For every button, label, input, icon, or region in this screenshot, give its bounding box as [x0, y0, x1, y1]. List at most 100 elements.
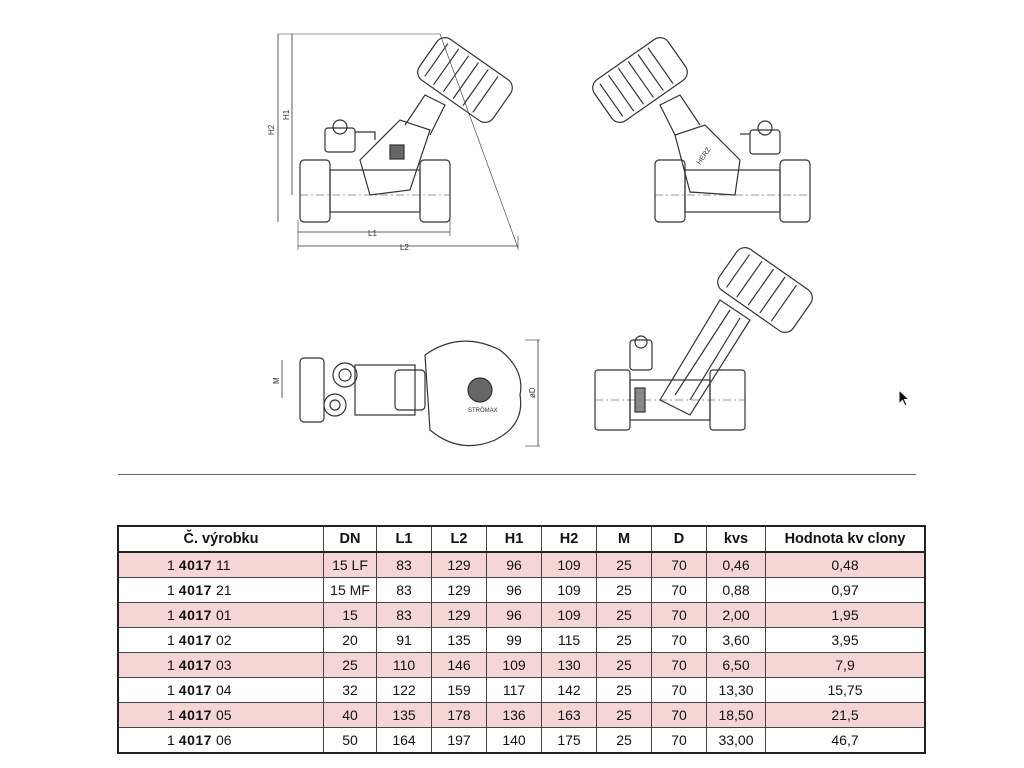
cell-dn: 25: [323, 652, 377, 678]
section-divider: [118, 474, 916, 475]
cell-kvs: 3,60: [706, 627, 766, 653]
product-number-suffix: 03: [215, 657, 232, 673]
col-header-h1: H1: [486, 525, 542, 553]
product-number-prefix: 1: [167, 607, 175, 623]
col-header-d: D: [651, 525, 707, 553]
product-number-code: 4017: [178, 557, 212, 573]
cell-dn: 32: [323, 677, 377, 703]
mouse-pointer-icon: [898, 389, 911, 407]
cell-l2: 129: [431, 577, 487, 603]
cell-dn: 15: [323, 602, 377, 628]
valve-side-view: H2 H1 L1 L2: [267, 33, 519, 252]
label-h1: H1: [282, 109, 291, 120]
label-d: øD: [528, 387, 537, 398]
cell-d: 70: [651, 702, 707, 728]
product-number-prefix: 1: [167, 682, 175, 698]
cell-dn: 50: [323, 727, 377, 754]
col-header-l1: L1: [376, 525, 432, 553]
cell-h2: 163: [541, 702, 597, 728]
cell-kv-orifice: 15,75: [765, 677, 926, 703]
cell-kvs: 2,00: [706, 602, 766, 628]
cell-m: 25: [596, 602, 652, 628]
cell-kvs: 18,50: [706, 702, 766, 728]
cell-h2: 130: [541, 652, 597, 678]
col-header-kvs: kvs: [706, 525, 766, 553]
cell-l2: 178: [431, 702, 487, 728]
cell-d: 70: [651, 727, 707, 754]
product-number-suffix: 01: [215, 607, 232, 623]
cell-d: 70: [651, 677, 707, 703]
col-header-h2: H2: [541, 525, 597, 553]
cell-h2: 175: [541, 727, 597, 754]
label-m: M: [272, 377, 281, 384]
cell-l1: 164: [376, 727, 432, 754]
product-number-code: 4017: [178, 632, 212, 648]
cell-l1: 135: [376, 702, 432, 728]
product-number-prefix: 1: [167, 732, 175, 748]
cell-h1: 117: [486, 677, 542, 703]
cell-l1: 83: [376, 577, 432, 603]
product-number-suffix: 11: [215, 557, 231, 573]
product-number-prefix: 1: [167, 657, 175, 673]
col-header-product-number: Č. výrobku: [117, 525, 324, 553]
cell-l2: 197: [431, 727, 487, 754]
cell-kvs: 0,46: [706, 551, 766, 578]
cell-l1: 122: [376, 677, 432, 703]
cell-l2: 146: [431, 652, 487, 678]
product-number-prefix: 1: [167, 707, 175, 723]
table-header-row: Č. výrobku DN L1 L2 H1 H2 M D kvs Hodnot…: [117, 525, 926, 553]
cell-h2: 142: [541, 677, 597, 703]
valve-top-view: M STRÖMAX øD: [272, 339, 540, 447]
cell-m: 25: [596, 677, 652, 703]
product-number-prefix: 1: [167, 557, 175, 573]
cell-kv-orifice: 1,95: [765, 602, 926, 628]
product-number-suffix: 06: [215, 732, 232, 748]
cell-l2: 159: [431, 677, 487, 703]
cell-m: 25: [596, 627, 652, 653]
cell-kv-orifice: 7,9: [765, 652, 926, 678]
cell-l2: 129: [431, 551, 487, 578]
product-number-suffix: 04: [215, 682, 232, 698]
cell-d: 70: [651, 577, 707, 603]
cell-dn: 40: [323, 702, 377, 728]
cell-kvs: 33,00: [706, 727, 766, 754]
cell-l1: 91: [376, 627, 432, 653]
label-l1: L1: [368, 229, 377, 238]
cell-kv-orifice: 0,97: [765, 577, 926, 603]
cell-d: 70: [651, 551, 707, 578]
cell-m: 25: [596, 652, 652, 678]
col-header-l2: L2: [431, 525, 487, 553]
cell-m: 25: [596, 727, 652, 754]
cell-h1: 109: [486, 652, 542, 678]
cell-h2: 109: [541, 577, 597, 603]
cell-kvs: 0,88: [706, 577, 766, 603]
product-number-suffix: 05: [215, 707, 232, 723]
cell-m: 25: [596, 551, 652, 578]
cell-dn: 15 LF: [323, 551, 377, 578]
product-number-suffix: 02: [215, 632, 232, 648]
product-number-prefix: 1: [167, 632, 175, 648]
cell-l1: 110: [376, 652, 432, 678]
cell-kvs: 6,50: [706, 652, 766, 678]
cell-dn: 20: [323, 627, 377, 653]
product-number-code: 4017: [178, 657, 212, 673]
product-number-code: 4017: [178, 582, 212, 598]
cell-kv-orifice: 0,48: [765, 551, 926, 578]
product-number-code: 4017: [178, 607, 212, 623]
cell-h1: 96: [486, 551, 542, 578]
cell-kv-orifice: 21,5: [765, 702, 926, 728]
product-number-code: 4017: [178, 732, 212, 748]
valve-mirrored-view: HERZ: [592, 37, 811, 223]
cell-h2: 109: [541, 602, 597, 628]
cell-m: 25: [596, 577, 652, 603]
